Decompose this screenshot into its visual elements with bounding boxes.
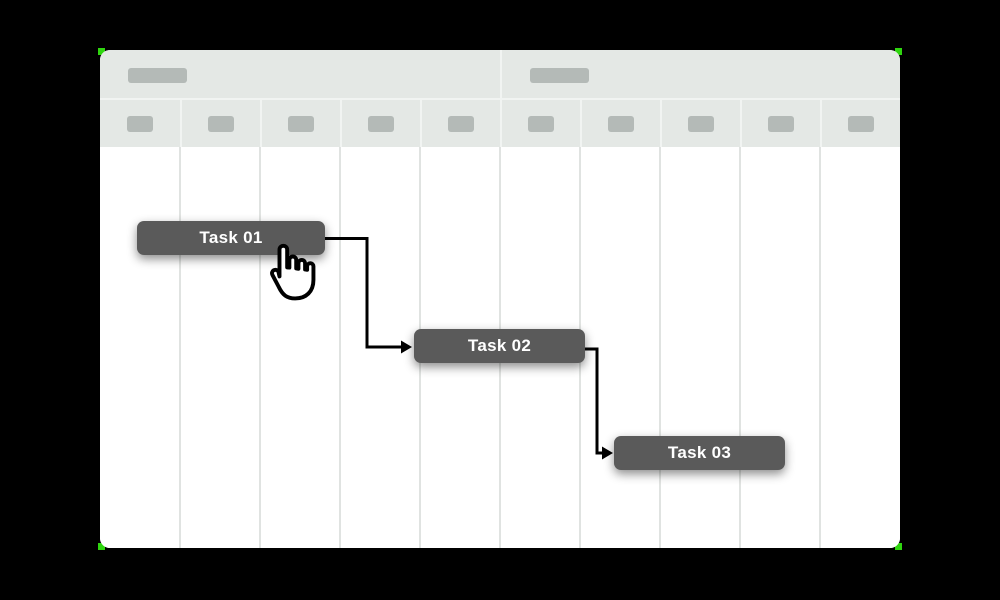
grid-line xyxy=(259,147,261,548)
skeleton-day-label xyxy=(528,116,554,132)
skeleton-day-label xyxy=(288,116,314,132)
timeline-day-cell xyxy=(260,100,340,147)
grid-line xyxy=(819,147,821,548)
timeline-day-cell xyxy=(180,100,260,147)
timeline-day-cell xyxy=(340,100,420,147)
hand-pointer-cursor-icon xyxy=(258,241,316,303)
timeline-header-groups xyxy=(100,50,900,98)
skeleton-day-label xyxy=(848,116,874,132)
dependency-connectors xyxy=(325,237,613,460)
arrowhead-icon xyxy=(401,340,412,354)
grid-line xyxy=(659,147,661,548)
skeleton-group-label xyxy=(530,68,589,83)
skeleton-day-label xyxy=(368,116,394,132)
timeline-group-cell xyxy=(500,50,900,98)
task-bar-3[interactable]: Task 03 xyxy=(614,436,785,470)
skeleton-group-label xyxy=(128,68,187,83)
arrowhead-icon xyxy=(602,446,613,460)
timeline-day-cell xyxy=(500,100,580,147)
task-bar-1[interactable]: Task 01 xyxy=(137,221,325,255)
timeline-day-cell xyxy=(420,100,500,147)
timeline-header-days xyxy=(100,98,900,147)
grid-line xyxy=(339,147,341,548)
task-label: Task 03 xyxy=(667,443,732,462)
skeleton-day-label xyxy=(448,116,474,132)
skeleton-day-label xyxy=(127,116,153,132)
link-task2-task3 xyxy=(585,347,602,455)
grid-line xyxy=(179,147,181,548)
gantt-grid: Task 01 Task 02 Task 03 xyxy=(100,147,900,548)
link-task1-task2 xyxy=(325,237,401,349)
timeline-day-cell xyxy=(740,100,820,147)
timeline-day-cell xyxy=(820,100,900,147)
skeleton-day-label xyxy=(208,116,234,132)
timeline-day-cell xyxy=(580,100,660,147)
timeline-group-cell xyxy=(100,50,500,98)
corner-mark xyxy=(895,48,902,55)
gantt-chart-card: Task 01 Task 02 Task 03 xyxy=(100,50,900,548)
skeleton-day-label xyxy=(688,116,714,132)
task-label: Task 01 xyxy=(199,228,263,247)
skeleton-day-label xyxy=(608,116,634,132)
task-bar-2[interactable]: Task 02 xyxy=(414,329,585,363)
timeline-day-cell xyxy=(100,100,180,147)
grid-line xyxy=(739,147,741,548)
task-label: Task 02 xyxy=(467,336,532,355)
corner-mark xyxy=(98,48,105,55)
skeleton-day-label xyxy=(768,116,794,132)
timeline-day-cell xyxy=(660,100,740,147)
